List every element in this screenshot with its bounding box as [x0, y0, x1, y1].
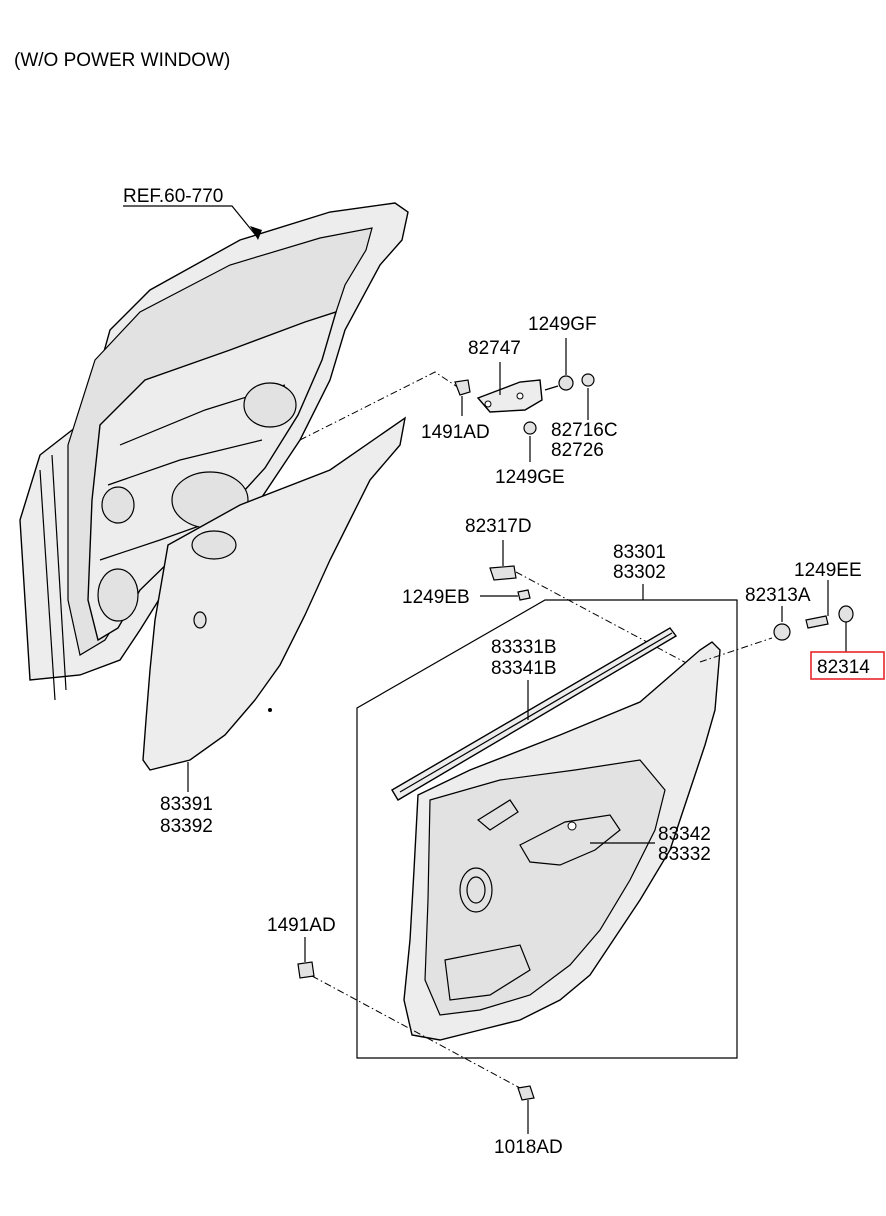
trim-assembly-box [356, 599, 738, 1059]
screw-1018ad [517, 1085, 535, 1101]
highlight-box-82314[interactable] [810, 651, 885, 680]
door-handle-83342 [519, 814, 621, 866]
label-ref: REF.60-770 [123, 186, 223, 207]
top-bracket-group [454, 373, 595, 435]
door-pull-cup [444, 944, 531, 1001]
nut-1249gf [558, 375, 574, 391]
door-frame-assembly [19, 202, 409, 701]
label-82313a: 82313A [745, 585, 811, 606]
label-82716c: 82716C [551, 420, 618, 441]
label-83342: 83342 [658, 824, 711, 845]
header-note: (W/O POWER WINDOW) [14, 50, 230, 71]
label-83392: 83392 [160, 816, 213, 837]
label-1249gf: 1249GF [528, 314, 597, 335]
label-83331b: 83331B [491, 637, 557, 658]
label-83302: 83302 [613, 562, 666, 583]
label-1491ad-top: 1491AD [421, 422, 490, 443]
cap-82716c [581, 373, 595, 387]
cap-82314 [838, 605, 854, 623]
clip-1491ad-top [454, 379, 471, 396]
screw-1249ee [805, 615, 829, 629]
clip-1491ad-bottom [297, 961, 315, 979]
bracket-82747 [476, 379, 543, 413]
label-82314[interactable]: 82314 [817, 657, 870, 678]
door-trim-panel [403, 641, 721, 1041]
label-83301: 83301 [613, 542, 666, 563]
label-82747: 82747 [468, 338, 521, 359]
label-82317d: 82317D [465, 516, 532, 537]
door-insulation-pad [142, 416, 406, 771]
bolt-1249ge [523, 421, 537, 435]
handle-pocket [476, 799, 519, 831]
label-83341b: 83341B [491, 658, 557, 679]
label-1249ge: 1249GE [495, 467, 565, 488]
label-82726: 82726 [551, 440, 604, 461]
label-1249eb: 1249EB [402, 587, 470, 608]
label-1018ad: 1018AD [494, 1137, 563, 1158]
speaker-grille [459, 867, 493, 913]
label-83391: 83391 [160, 794, 213, 815]
clip-82317d [489, 565, 517, 581]
screw-1249eb [517, 589, 531, 601]
label-83332: 83332 [658, 844, 711, 865]
label-1491ad-bottom: 1491AD [267, 915, 336, 936]
grommet-82313a [773, 623, 791, 641]
label-1249ee: 1249EE [794, 560, 862, 581]
